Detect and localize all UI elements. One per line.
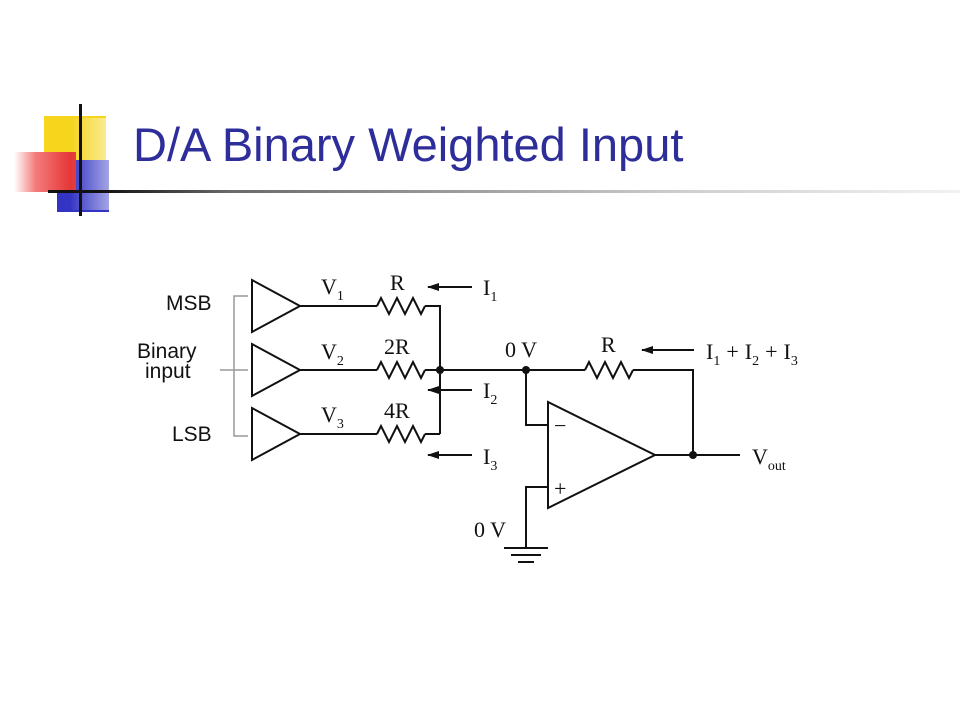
summing-junction-dot [436, 366, 444, 374]
v2-label: V2 [321, 339, 344, 369]
opamp-minus-sign: − [554, 413, 566, 438]
resistor-2r-label: 2R [384, 334, 410, 359]
feedback-wire [526, 359, 694, 455]
title-underline [48, 190, 960, 193]
op-amp [547, 400, 658, 510]
branch-1-wire [300, 295, 441, 434]
msb-label: MSB [166, 292, 212, 315]
buffer-2 [251, 342, 303, 398]
virtual-ground-label: 0 V [505, 337, 537, 362]
decor-red-square [14, 152, 76, 192]
feedback-resistor-label: R [601, 332, 616, 357]
input-label: input [145, 360, 191, 383]
vout-label: Vout [752, 444, 786, 474]
input-bracket [220, 295, 248, 437]
ground-symbol [504, 547, 548, 563]
i1-label: I1 [483, 275, 497, 305]
buffer-3 [251, 406, 303, 462]
v1-label: V1 [321, 274, 344, 304]
branch-3-wire [300, 423, 440, 445]
virtual-ground-dot [522, 366, 530, 374]
total-current-label: I1+I2+I3 [706, 339, 798, 369]
buffer-1 [251, 278, 303, 334]
v3-label: V3 [321, 402, 344, 432]
i2-label: I2 [483, 378, 497, 408]
decor-vertical-line [79, 104, 82, 216]
opamp-plus-sign: + [554, 476, 566, 501]
slide-title: D/A Binary Weighted Input [133, 118, 684, 171]
i3-label: I3 [483, 444, 497, 474]
resistor-4r-label: 4R [384, 398, 410, 423]
output-junction-dot [689, 451, 697, 459]
lsb-label: LSB [172, 423, 212, 446]
inverting-input-wire [525, 370, 548, 426]
ground-label: 0 V [474, 517, 506, 542]
resistor-r-label: R [390, 270, 405, 295]
binary-label: Binary [137, 340, 197, 363]
noninverting-input-wire [525, 486, 548, 548]
branch-2-wire [300, 359, 526, 381]
